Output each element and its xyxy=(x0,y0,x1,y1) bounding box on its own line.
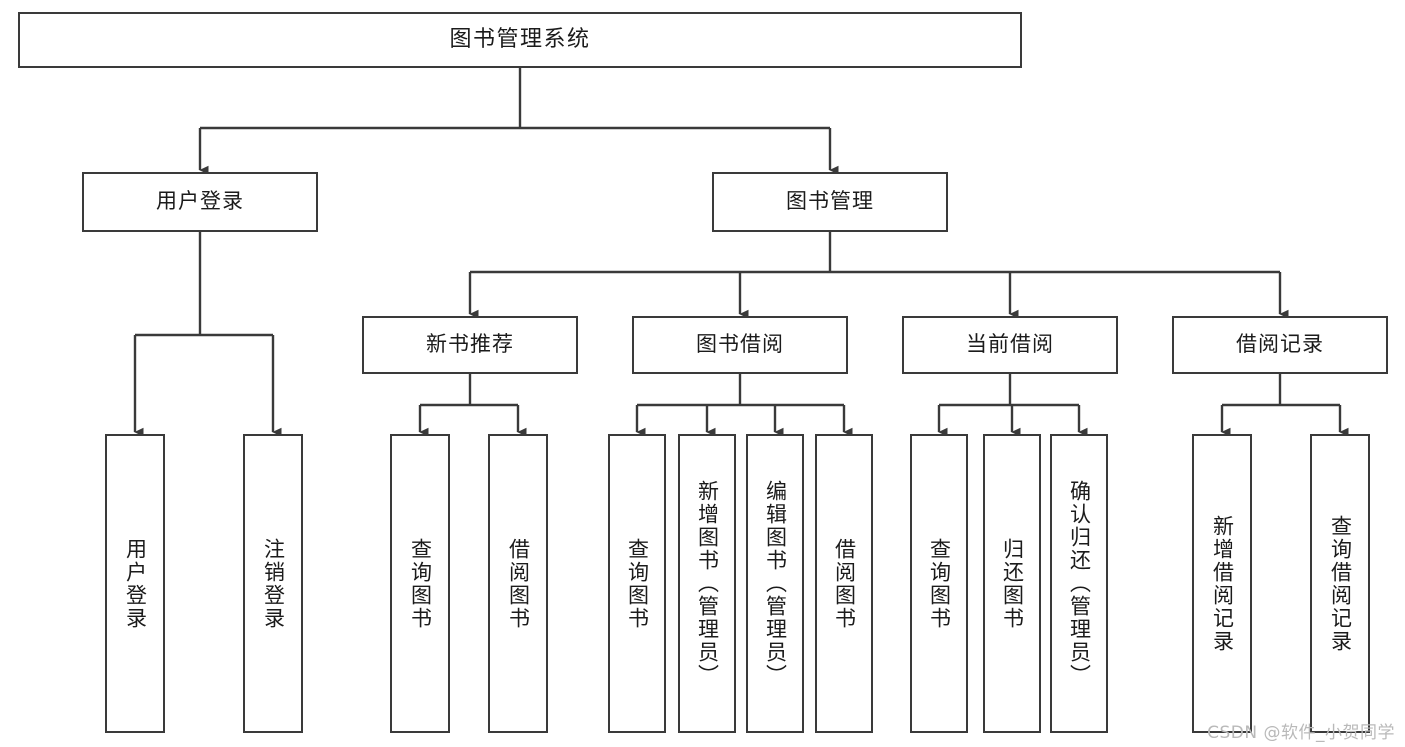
node-label: 借阅图书 xyxy=(832,537,857,630)
leaf-borrow-book-bor[interactable]: 借阅图书 xyxy=(815,434,873,733)
node-new-book-recommendation[interactable]: 新书推荐 xyxy=(362,316,578,374)
node-label: 确认归还（管理员） xyxy=(1067,480,1092,687)
leaf-edit-book[interactable]: 编辑图书（管理员） xyxy=(746,434,804,733)
node-label: 图书借阅 xyxy=(696,332,784,357)
leaf-logout[interactable]: 注销登录 xyxy=(243,434,303,733)
node-label: 用户登录 xyxy=(156,189,244,214)
node-label: 新增借阅记录 xyxy=(1210,514,1235,653)
node-book-borrow[interactable]: 图书借阅 xyxy=(632,316,848,374)
leaf-query-book-rec[interactable]: 查询图书 xyxy=(390,434,450,733)
node-root-system[interactable]: 图书管理系统 xyxy=(18,12,1022,68)
leaf-borrow-book-rec[interactable]: 借阅图书 xyxy=(488,434,548,733)
node-label: 新书推荐 xyxy=(426,332,514,357)
node-label: 新增图书（管理员） xyxy=(695,480,720,687)
node-label: 查询借阅记录 xyxy=(1328,514,1353,653)
node-label: 图书管理 xyxy=(786,189,874,214)
leaf-confirm-return[interactable]: 确认归还（管理员） xyxy=(1050,434,1108,733)
node-label: 注销登录 xyxy=(261,537,286,630)
node-label: 编辑图书（管理员） xyxy=(763,480,788,687)
node-current-borrow[interactable]: 当前借阅 xyxy=(902,316,1118,374)
node-label: 图书管理系统 xyxy=(449,26,591,52)
node-label: 用户登录 xyxy=(123,537,148,630)
leaf-query-book-cur[interactable]: 查询图书 xyxy=(910,434,968,733)
leaf-add-book[interactable]: 新增图书（管理员） xyxy=(678,434,736,733)
node-borrow-record[interactable]: 借阅记录 xyxy=(1172,316,1388,374)
node-label: 归还图书 xyxy=(1000,537,1025,630)
leaf-user-login[interactable]: 用户登录 xyxy=(105,434,165,733)
leaf-query-book-bor[interactable]: 查询图书 xyxy=(608,434,666,733)
leaf-add-record[interactable]: 新增借阅记录 xyxy=(1192,434,1252,733)
node-book-management[interactable]: 图书管理 xyxy=(712,172,948,232)
leaf-return-book[interactable]: 归还图书 xyxy=(983,434,1041,733)
node-label: 当前借阅 xyxy=(966,332,1054,357)
node-label: 借阅记录 xyxy=(1236,332,1324,357)
node-label: 查询图书 xyxy=(408,537,433,630)
node-label: 借阅图书 xyxy=(506,537,531,630)
leaf-query-record[interactable]: 查询借阅记录 xyxy=(1310,434,1370,733)
node-label: 查询图书 xyxy=(927,537,952,630)
node-label: 查询图书 xyxy=(625,537,650,630)
node-user-login[interactable]: 用户登录 xyxy=(82,172,318,232)
